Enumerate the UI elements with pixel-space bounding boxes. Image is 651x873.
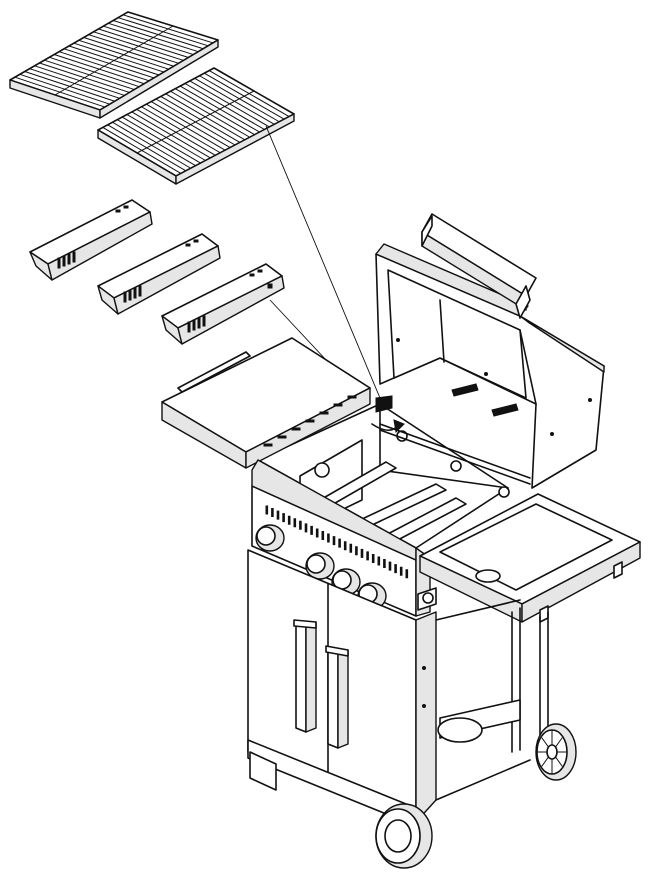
front-wheel — [376, 804, 432, 868]
door-handle-right — [326, 646, 348, 748]
cart-frame — [418, 588, 548, 800]
left-side-shelf — [162, 338, 370, 468]
burner-tubes — [320, 462, 466, 548]
cooking-grate-right — [98, 68, 294, 184]
flame-tamer-2 — [98, 234, 220, 314]
control-knob-1 — [256, 525, 284, 551]
grill-lid — [376, 244, 604, 488]
flame-tamer-1 — [30, 200, 152, 280]
placement-arrow — [372, 396, 404, 432]
cooking-grate-left — [10, 12, 218, 118]
door-handle-left — [294, 620, 316, 732]
control-knob-2 — [306, 553, 334, 579]
flame-tamer-3 — [162, 264, 284, 344]
rear-wheel — [536, 724, 576, 780]
lid-handle — [422, 214, 536, 318]
